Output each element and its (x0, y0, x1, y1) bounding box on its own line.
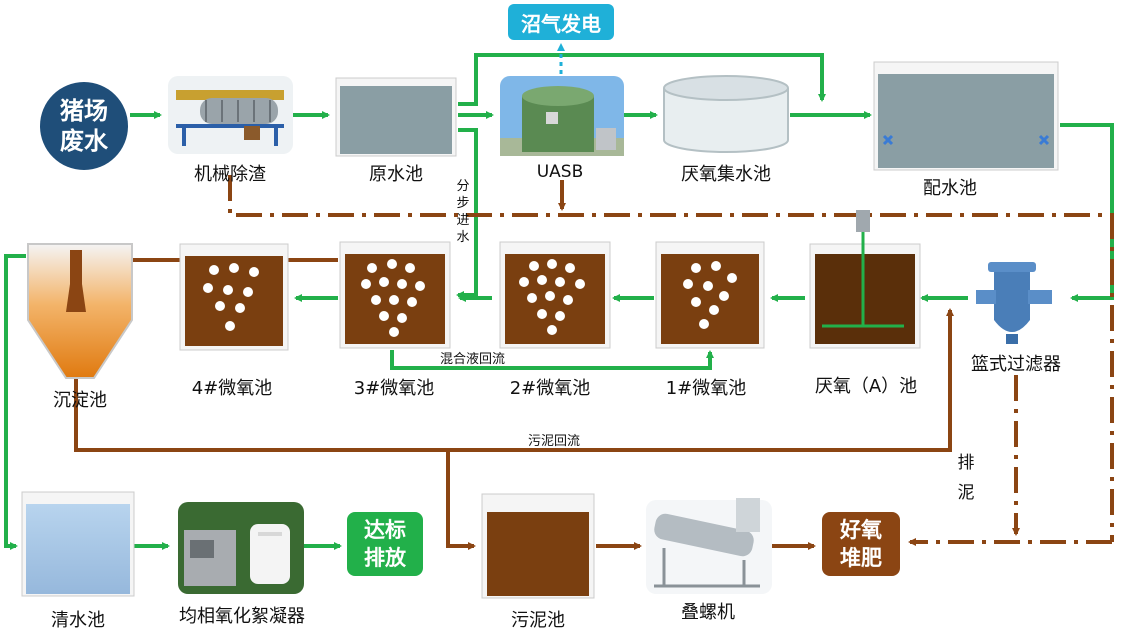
micro-oxygen-tank-3 (339, 241, 451, 349)
anaerobic-collection-tank (663, 75, 789, 153)
basket-filter-label: 篮式过滤器 (971, 354, 1061, 375)
anaerobic-collection-tank-label: 厌氧集水池 (681, 164, 771, 185)
screw-press-label: 叠螺机 (681, 602, 735, 623)
clear-water-tank (21, 491, 135, 597)
micro-oxygen-tank-1-label: 1#微氧池 (665, 378, 747, 399)
water-flow-lines (4, 53, 1114, 550)
anaerobic-a-tank-label: 厌氧（A）池 (814, 376, 918, 397)
clear-water-tank-label: 清水池 (51, 610, 105, 631)
micro-oxygen-tank-3-label: 3#微氧池 (353, 378, 435, 399)
raw-water-tank (335, 77, 457, 157)
uasb-label: UASB (536, 162, 584, 182)
sludge-return-annotation: 污泥回流 (528, 434, 581, 449)
settling-tank-label: 沉淀池 (53, 390, 107, 411)
step-feed-annotation: 分步进水 (456, 179, 470, 245)
sludge-discharge-annotation: 排泥 (957, 453, 975, 503)
raw-water-tank-label: 原水池 (369, 164, 423, 185)
micro-oxygen-tank-1 (655, 241, 765, 349)
pig-farm-wastewater-badge: 猪场 废水 (40, 82, 128, 170)
sludge-flow-lines (74, 175, 1114, 550)
aerobic-compost-badge: 好氧 堆肥 (822, 512, 900, 576)
anaerobic-a-tank (809, 210, 921, 349)
micro-oxygen-tank-2 (499, 241, 611, 349)
sludge-tank-label: 污泥池 (511, 610, 565, 631)
coagulator-unit (178, 502, 304, 594)
mechanical-screen (168, 76, 293, 154)
micro-oxygen-tank-4 (179, 243, 289, 351)
mixing-tank (873, 61, 1059, 171)
compliant-discharge-badge: 达标 排放 (347, 512, 423, 576)
mixed-liquor-return-annotation: 混合液回流 (440, 352, 506, 367)
coagulator-label: 均相氧化絮凝器 (179, 606, 305, 627)
micro-oxygen-tank-2-label: 2#微氧池 (509, 378, 591, 399)
mixing-tank-label: 配水池 (923, 178, 977, 199)
uasb-reactor (500, 76, 624, 156)
micro-oxygen-tank-4-label: 4#微氧池 (191, 378, 273, 399)
basket-filter (976, 262, 1052, 344)
biogas-power-badge: 沼气发电 (508, 4, 614, 40)
settling-tank (27, 243, 133, 379)
mechanical-screen-label: 机械除渣 (194, 164, 266, 185)
sludge-tank (481, 493, 595, 599)
screw-press (646, 498, 772, 594)
